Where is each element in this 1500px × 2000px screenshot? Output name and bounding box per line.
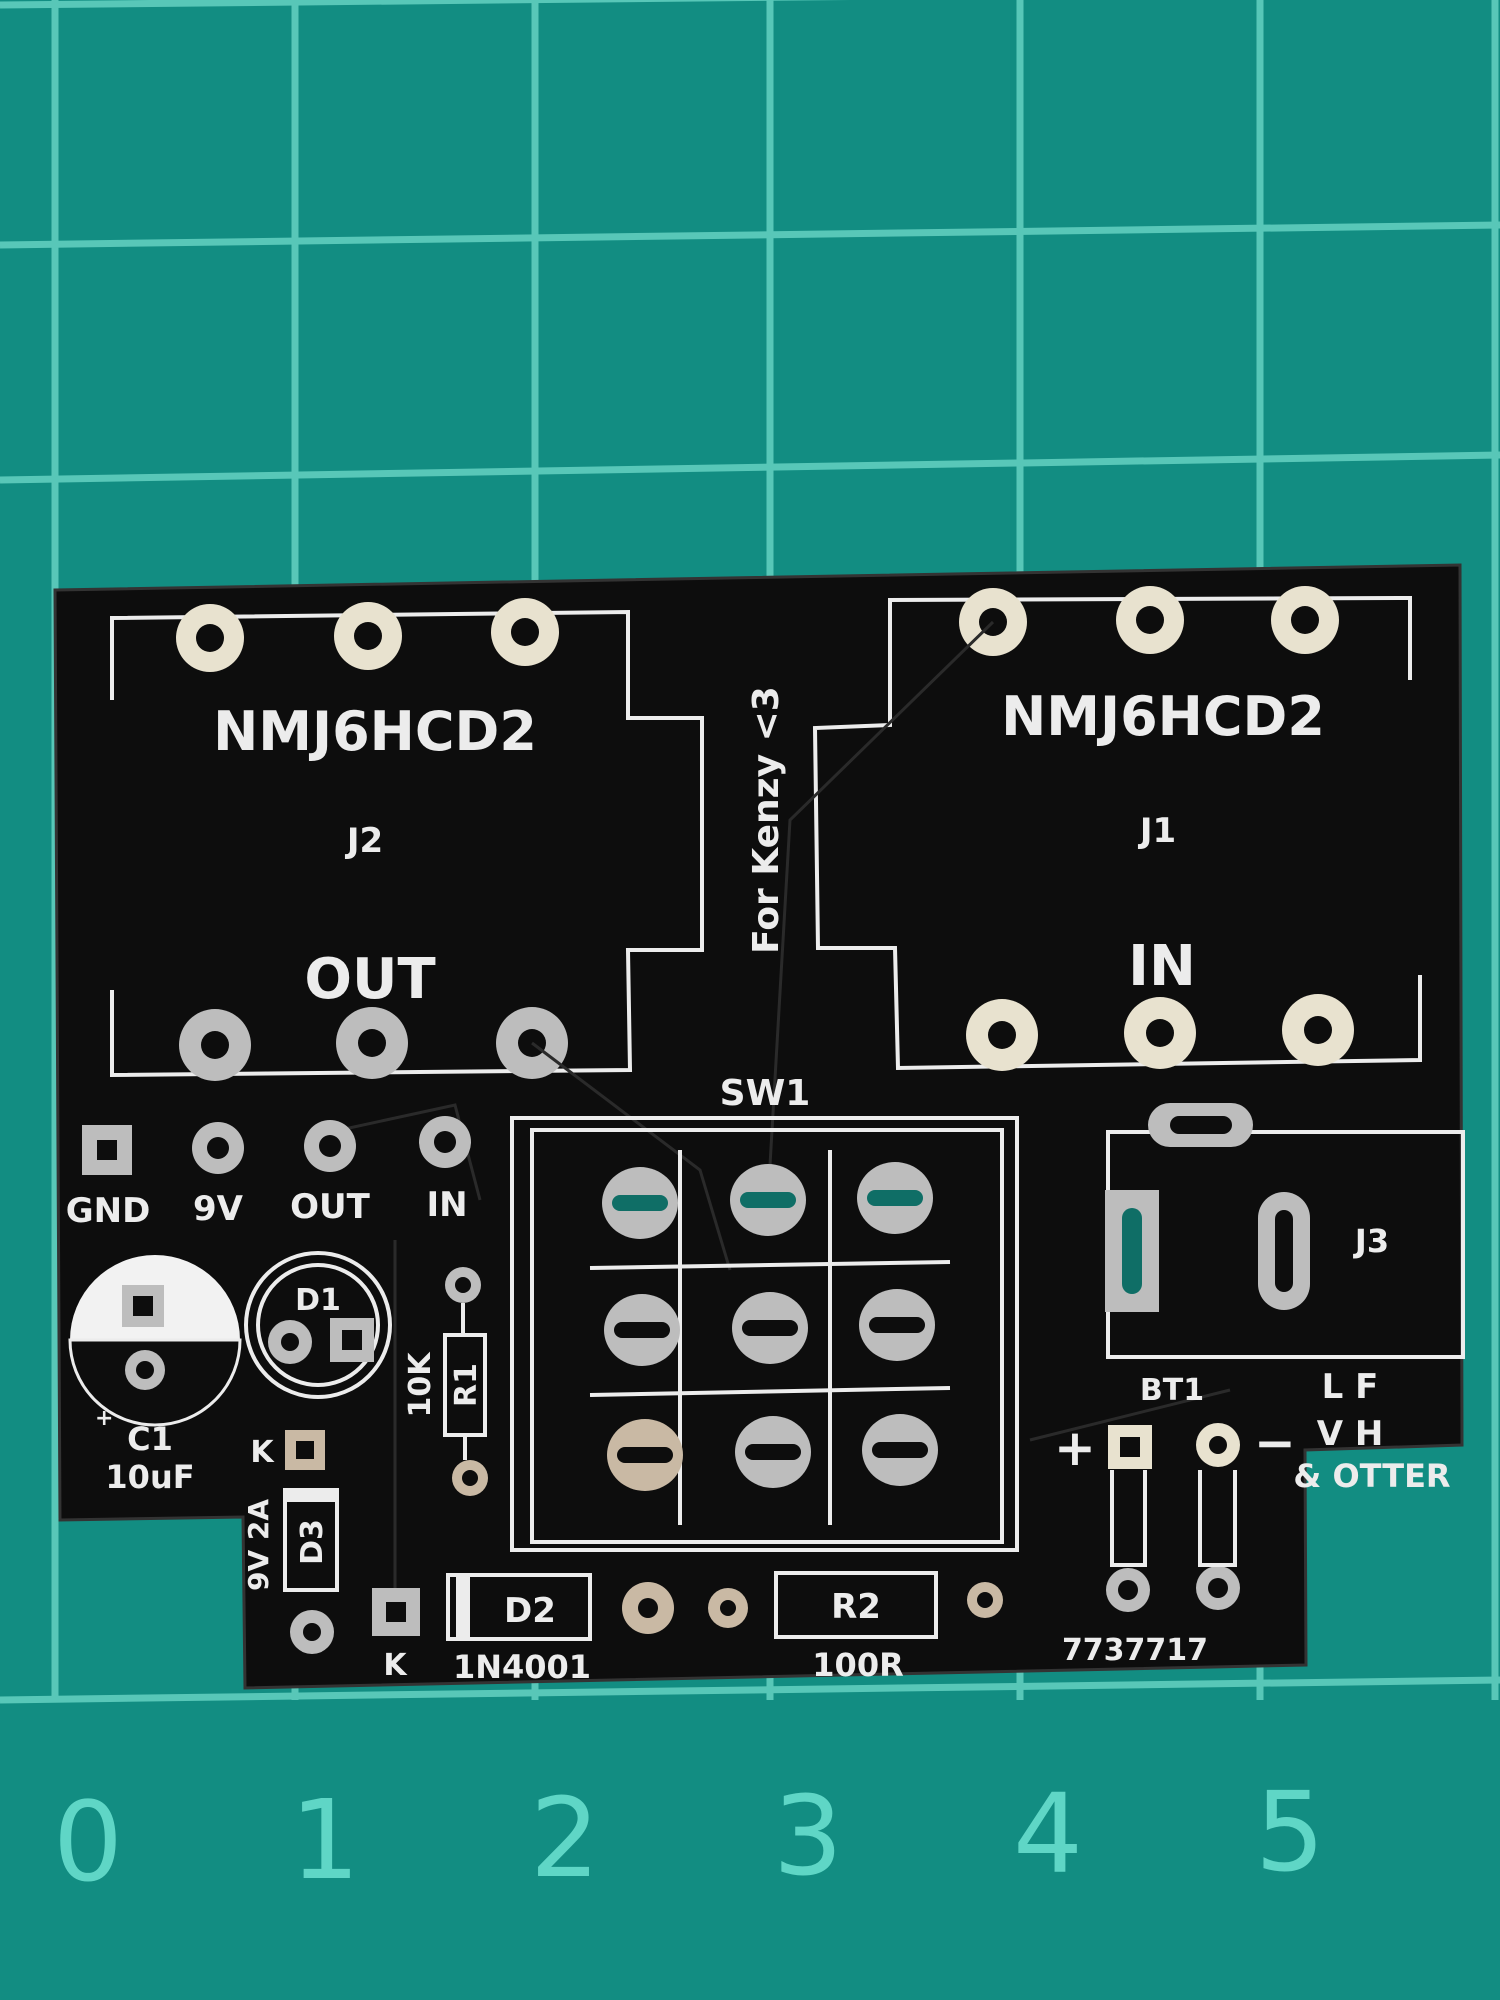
j3-dc-jack [1105,1103,1465,1359]
ruler-4: 4 [1013,1770,1083,1898]
r1-ref: R1 [449,1363,484,1407]
bt1-minus: − [1254,1414,1296,1472]
j2-ref: J2 [345,821,383,861]
pcb-board [53,563,1464,1690]
d2-value: 1N4001 [453,1648,591,1686]
r2-value: 100R [812,1646,903,1684]
dedication-text: For Kenzy <3 [746,686,787,954]
d2-cathode: K [383,1648,408,1683]
d1-led [244,1251,392,1399]
header-label-out: OUT [290,1187,371,1227]
r2-ref: R2 [831,1587,881,1627]
j2-part-number: NMJ6HCD2 [213,700,537,763]
ruler-2: 2 [530,1774,600,1902]
bt1-ref: BT1 [1140,1373,1204,1408]
sw1-outline [510,1116,1019,1552]
d3-ref: D3 [295,1519,330,1565]
ruler-5: 5 [1255,1768,1325,1896]
logo-line-2: V H [1317,1414,1384,1454]
d3-note: 9V 2A [242,1499,275,1591]
j1-bottom-pads [966,994,1354,1071]
bt1-pads [1106,1423,1240,1612]
j1-ref: J1 [1138,811,1176,851]
d3-diode [283,1430,339,1654]
svg-text:+: + [95,1406,113,1431]
header-label-in: IN [426,1185,467,1225]
copper-traces [339,620,1231,1600]
sw1-pads [602,1162,938,1491]
d2-ref: D2 [504,1591,556,1631]
d1-ref: D1 [295,1283,341,1318]
c1-capacitor: + [68,1255,242,1431]
ruler-0: 0 [53,1778,123,1906]
c1-value: 10uF [105,1458,194,1496]
header-label-gnd: GND [66,1191,151,1231]
c1-ref: C1 [127,1420,173,1458]
logo-line-3: & OTTER [1293,1457,1450,1495]
r1-resistor [443,1267,488,1496]
serial-number: 7737717 [1062,1633,1208,1668]
r1-value: 10K [403,1351,438,1418]
j2-top-pads [176,598,559,672]
d2-diode [372,1573,674,1641]
mat-ruler: 0 1 2 3 4 5 [53,1768,1325,1906]
ruler-1: 1 [290,1776,360,1904]
j1-in-label: IN [1128,934,1196,999]
j3-ref: J3 [1353,1222,1389,1260]
logo-line-1: L F [1322,1367,1379,1407]
ruler-3: 3 [773,1772,843,1900]
d3-cathode: K [250,1435,275,1470]
sw1-ref: SW1 [720,1073,811,1114]
header-label-9v: 9V [193,1189,244,1229]
header-pins [82,1116,471,1175]
bt1-plus: + [1054,1419,1096,1477]
j1-part-number: NMJ6HCD2 [1001,685,1325,748]
r2-resistor [708,1571,1003,1639]
j2-out-label: OUT [304,947,435,1012]
j2-bottom-pads [179,1007,568,1081]
